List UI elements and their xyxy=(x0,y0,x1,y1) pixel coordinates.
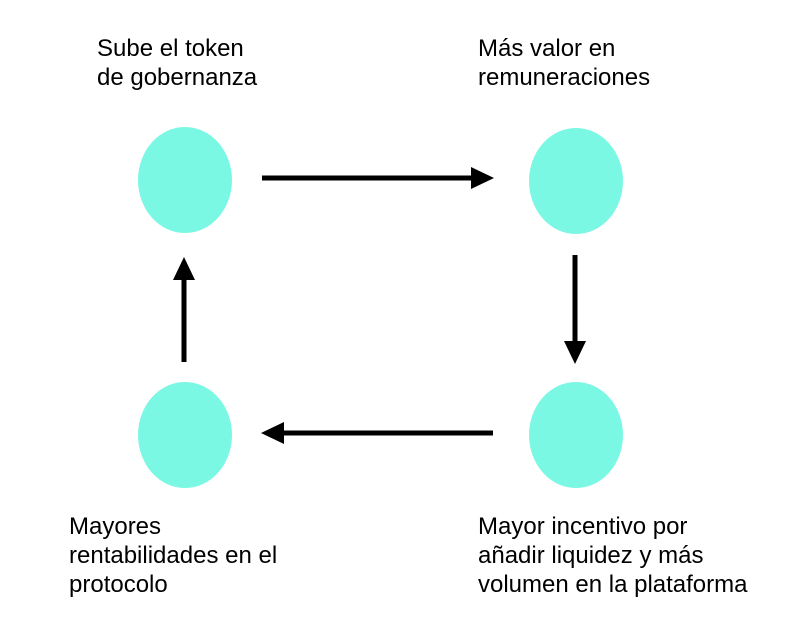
arrow-left-icon xyxy=(261,422,493,444)
arrow-right-head xyxy=(471,167,494,189)
node-label-bottom-left: Mayores rentabilidades en el protocolo xyxy=(69,513,278,598)
node-ellipse-top-left xyxy=(138,127,232,233)
arrow-right-icon xyxy=(262,167,494,189)
arrow-up-head xyxy=(173,257,195,280)
node-ellipse-bottom-right xyxy=(529,382,623,488)
arrow-down-icon xyxy=(564,255,586,364)
node-label-top-left: Sube el token de gobernanza xyxy=(97,35,258,91)
arrow-down-head xyxy=(564,341,586,364)
node-label-bottom-right: Mayor incentivo por añadir liquidez y má… xyxy=(478,513,748,598)
arrow-up-icon xyxy=(173,257,195,362)
node-label-top-right: Más valor en remuneraciones xyxy=(478,35,651,91)
node-ellipse-top-right xyxy=(529,128,623,234)
node-ellipse-bottom-left xyxy=(138,382,232,488)
arrow-left-head xyxy=(261,422,284,444)
